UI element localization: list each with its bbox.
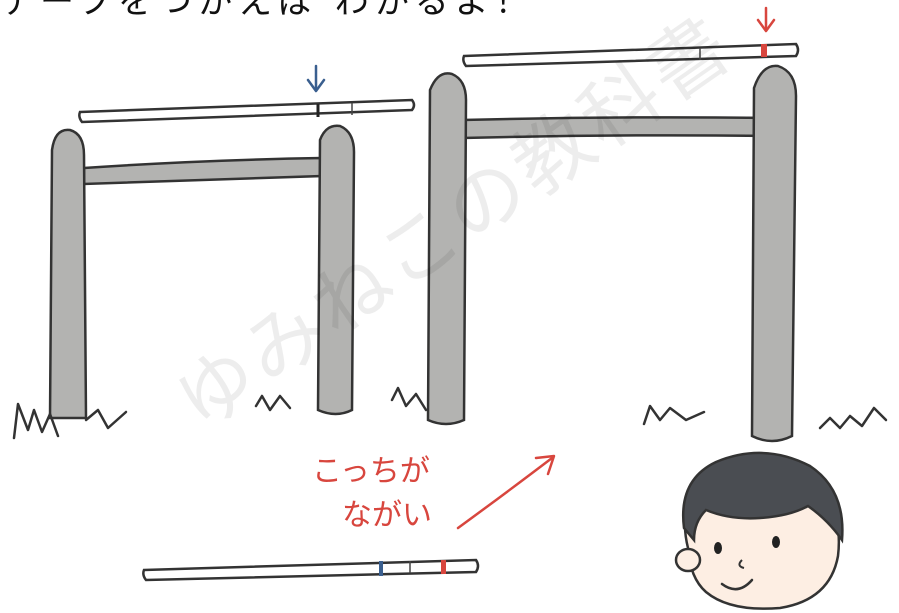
tape-long (462, 42, 800, 68)
arrow-up-right-red-icon (456, 454, 556, 530)
right-pole-tall (750, 64, 798, 443)
note-line-1: こっちが (312, 454, 430, 489)
grass-tufts (12, 386, 888, 440)
tape-short (78, 98, 416, 124)
boy-face (674, 451, 844, 610)
comparison-tape (142, 558, 480, 582)
caption: テープをつかえば わかるよ！ (0, 0, 535, 22)
left-pole-tall (426, 72, 468, 426)
left-pole-short (48, 128, 88, 420)
note-line-2: ながい (342, 498, 432, 533)
short-horizontal-bar (82, 156, 324, 186)
arrow-down-blue-icon (306, 64, 326, 93)
right-pole-short (316, 124, 356, 416)
arrow-down-red-icon (756, 6, 776, 33)
